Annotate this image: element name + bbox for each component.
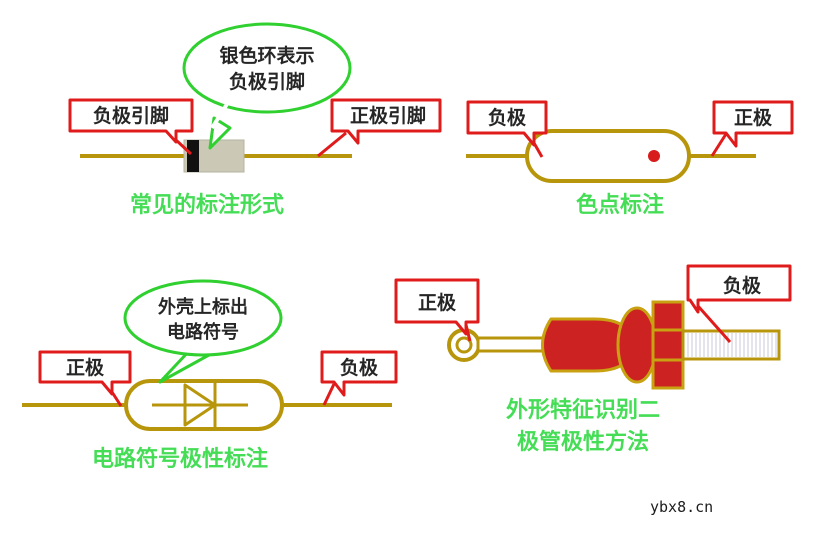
callout-pointer-cathode-dot — [532, 142, 544, 158]
eyelet-inner-ring — [455, 336, 473, 354]
callout-box-cathode-symbol — [320, 350, 398, 397]
bubble-tail-mask — [210, 94, 234, 130]
mounting-flange — [651, 300, 685, 390]
callout-pointer-cathode-symbol — [322, 383, 336, 406]
callout-box-cathode-common — [68, 98, 194, 144]
callout-box-anode-dot — [712, 100, 794, 148]
callout-box-anode-common — [330, 98, 442, 145]
bubble-line2-symbol: 电路符号 — [167, 321, 239, 343]
caption-shape-line1: 外形特征识别二 — [506, 397, 660, 423]
callout-label-cathode-symbol: 负极 — [340, 356, 379, 379]
callout-pointer-cathode-common — [174, 138, 193, 156]
watermark: ybx8.cn — [650, 498, 713, 516]
callout-label-anode-shape: 正极 — [418, 291, 457, 314]
callout-pointer-anode-common — [317, 131, 347, 158]
callout-box-anode-symbol — [38, 350, 132, 396]
bubble-ellipse-symbol — [123, 279, 283, 357]
panel-circuit-symbol-marking: 外壳上标出 电路符号 正极 负极 电路符号极性标注 — [22, 279, 398, 472]
bubble-line2-common: 负极引脚 — [229, 70, 305, 93]
callout-pointer-anode-shape — [464, 324, 472, 342]
panel-shape-feature-identification: 正极 负极 外形特征识别二 极管极性方法 — [394, 264, 792, 455]
callout-label-anode-common: 正极引脚 — [350, 104, 426, 127]
threaded-stud — [681, 329, 781, 361]
callout-pointer-anode-symbol — [110, 391, 123, 407]
bubble-ellipse-common — [182, 22, 352, 114]
caption-shape-line2: 极管极性方法 — [517, 429, 649, 455]
callout-label-cathode-dot: 负极 — [488, 106, 527, 129]
callout-label-cathode-shape: 负极 — [723, 274, 762, 297]
bubble-line1-symbol: 外壳上标出 — [158, 296, 248, 318]
diode-capsule-body — [525, 129, 691, 183]
caption-color-dot-marking: 色点标注 — [576, 192, 664, 218]
caption-common-marking: 常见的标注形式 — [130, 192, 284, 218]
bubble-line1-common: 银色环表示 — [219, 44, 314, 67]
callout-label-anode-dot: 正极 — [734, 106, 773, 129]
callout-box-cathode-dot — [466, 100, 548, 147]
polarity-color-dot — [648, 150, 660, 162]
diode-body-collar — [616, 306, 658, 384]
callout-pointer-cathode-shape — [696, 305, 732, 343]
callout-label-anode-symbol: 正极 — [66, 356, 105, 379]
callout-box-anode-shape — [394, 278, 480, 336]
symbol-triangle — [183, 383, 217, 427]
callout-label-cathode-common: 负极引脚 — [93, 104, 169, 127]
cathode-band — [187, 140, 199, 172]
callout-box-cathode-shape — [686, 264, 792, 314]
stud-thread-hatching — [687, 333, 777, 357]
panel-common-marking: 银色环表示 负极引脚 负极引脚 正极引脚 常见的标注形式 — [68, 22, 442, 218]
panel-color-dot-marking: 负极 正极 色点标注 — [466, 100, 794, 218]
caption-circuit-symbol-marking: 电路符号极性标注 — [92, 446, 268, 472]
callout-pointer-anode-dot — [710, 133, 728, 157]
